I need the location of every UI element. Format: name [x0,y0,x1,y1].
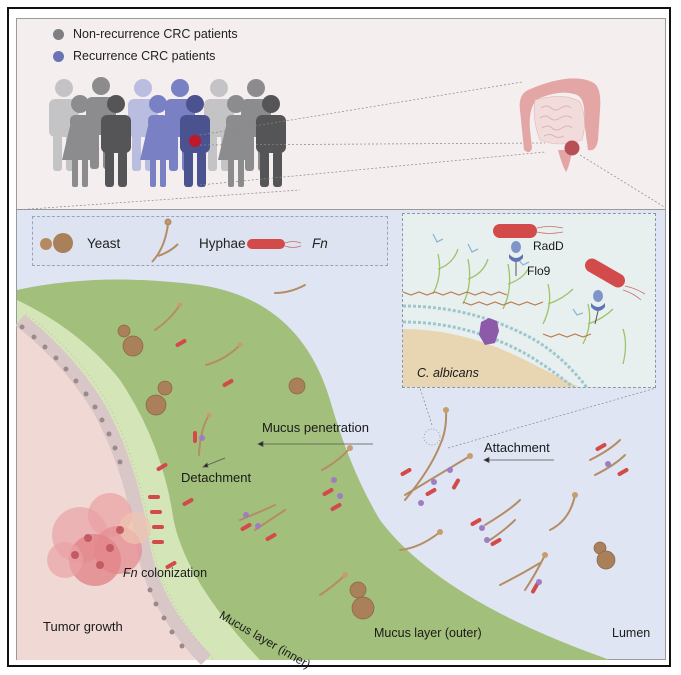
mucus-outer-label: Mucus layer (outer) [374,626,482,640]
blue-glycans [432,233,584,316]
yeast-label: Yeast [87,236,121,251]
fn-bacterium-icon [585,258,625,288]
radd-icon [511,241,521,253]
c-albicans-label: C. albicans [417,366,479,380]
hyphae-label: Hyphae [199,236,246,251]
mucus-penetration-label: Mucus penetration [262,420,369,435]
legend-item-non-recurrence: Non-recurrence CRC patients [53,27,238,41]
molecular-inset: RadD Flo9 C. albicans [402,213,656,388]
tumor-icon [47,493,151,586]
detachment-label: Detachment [181,470,252,485]
fn-label: Fn [312,236,328,251]
fn-colonization-text: colonization [137,566,208,580]
membrane-inner [403,320,575,387]
adhesin-dots [199,435,611,585]
yeast-cells [117,324,616,620]
tumor-marker-icon [189,135,201,147]
fn-bacterium-icon [493,224,537,238]
fn-bacteria [148,339,629,594]
attachment-label: Attachment [484,440,550,455]
membrane-protein-icon [479,318,499,345]
arrows [202,440,554,468]
colon-icon [519,78,601,172]
fn-colonization-italic: Fn [123,566,138,580]
radd-icon [593,290,603,302]
recurrence-dot-icon [53,50,64,62]
hyphae-strands [154,284,626,596]
non-recurrence-dot-icon [53,28,64,40]
tumor-growth-label: Tumor growth [43,619,123,634]
legend-item-recurrence: Recurrence CRC patients [53,49,215,63]
connector-lines [15,81,667,211]
radd-label: RadD [533,239,564,253]
lumen-label: Lumen [612,626,651,640]
flo9-icon [509,254,523,262]
inset-illustration [403,224,646,387]
flo9-icon [591,303,605,311]
legend-key [32,216,388,266]
cell-nuclei [19,324,185,649]
cell-body [403,329,579,387]
legend-label: Recurrence CRC patients [73,49,216,63]
membrane-outer [403,304,589,387]
mannan-chains [403,291,592,338]
epithelium-cells [15,313,215,665]
legend-label: Non-recurrence CRC patients [73,27,238,41]
glycan-branches [432,248,627,365]
flo9-label: Flo9 [527,264,551,278]
hyphae-tips [177,302,578,578]
fn-colonization-label: Fn colonization [123,566,207,580]
